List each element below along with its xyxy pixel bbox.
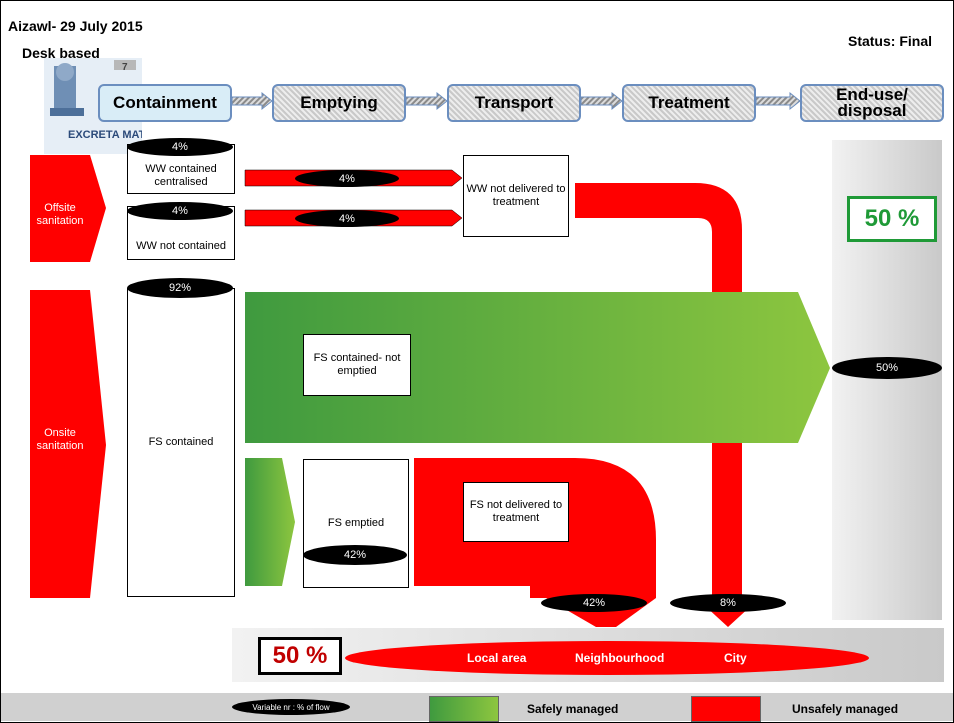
fs-emptied-arrow (245, 458, 295, 586)
connector-arrow-4 (755, 91, 801, 111)
legend-unsafe-swatch (691, 696, 761, 722)
ww-centralised-pct: 4% (127, 138, 233, 156)
connector-arrow-1 (231, 91, 273, 111)
safe-total-box: 50 % (847, 196, 937, 242)
onsite-label: Onsite sanitation (36, 427, 84, 452)
fs-not-delivered-box: FS not delivered to treatment (463, 482, 569, 542)
stage-treatment: Treatment (622, 84, 756, 122)
ww-not-contained-pct: 4% (127, 202, 233, 220)
area-local: Local area (467, 651, 527, 665)
fs-contained-pct: 92% (127, 278, 233, 298)
status-label: Status: Final (847, 33, 932, 49)
stage-end-use: End-use/ disposal (800, 84, 944, 122)
stage-emptying: Emptying (272, 84, 406, 122)
stage-containment: Containment (98, 84, 232, 122)
ww-down-pct: 8% (670, 594, 786, 612)
ww-not-delivered-box: WW not delivered to treatment (463, 155, 569, 237)
unsafe-total-box: 50 % (258, 637, 342, 675)
area-city: City (724, 651, 747, 665)
fs-emptied-pct: 42% (303, 545, 407, 565)
ww-arrow1-pct: 4% (295, 170, 399, 187)
stage-transport: Transport (447, 84, 581, 122)
area-neighbourhood: Neighbourhood (575, 651, 665, 665)
svg-text:EXCRETA MATTERS: EXCRETA MATTERS (68, 129, 142, 141)
fs-not-emptied-box: FS contained- not emptied (303, 334, 411, 396)
ww-arrow2-pct: 4% (295, 210, 399, 227)
offsite-sanitation-shape (30, 155, 106, 262)
legend-safe-swatch (429, 696, 499, 722)
legend-variable: Variable nr : % of flow (232, 699, 350, 715)
fs-emptied-box: FS emptied (303, 459, 409, 588)
onsite-sanitation-shape (30, 290, 106, 598)
location-date: Aizawl- 29 July 2015 (8, 18, 143, 34)
fs-contained-box: FS contained (127, 288, 235, 597)
fs-not-emptied-arrow (245, 292, 830, 443)
offsite-label: Offsite sanitation (36, 202, 84, 227)
method-label: Desk based (22, 45, 100, 61)
legend-unsafe-label: Unsafely managed (792, 702, 899, 716)
areas-ellipse (345, 641, 869, 675)
svg-text:7: 7 (122, 62, 128, 73)
end-use-pct: 50% (832, 357, 942, 379)
legend-safe-label: Safely managed (527, 702, 619, 716)
connector-arrow-3 (580, 91, 623, 111)
fs-not-delivered-pct: 42% (541, 594, 647, 612)
connector-arrow-2 (405, 91, 448, 111)
